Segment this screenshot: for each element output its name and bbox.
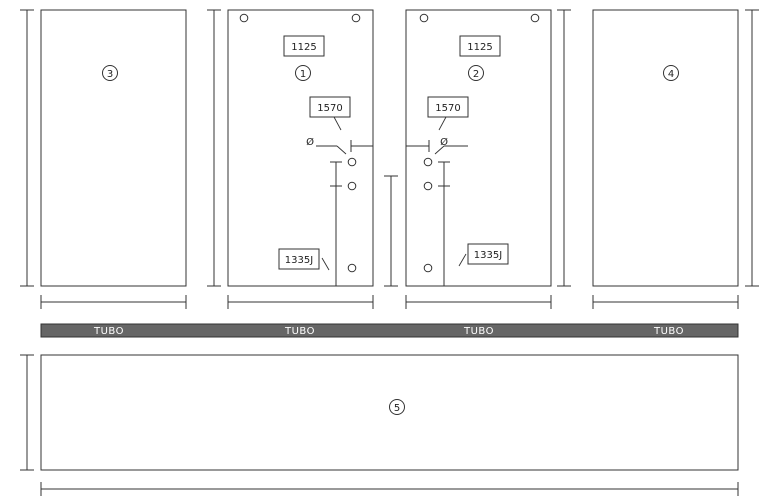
panel-2-hole-top-left xyxy=(419,13,429,23)
panel-1-hole-bottom xyxy=(347,263,357,273)
panel-4-height-dimension xyxy=(745,9,759,287)
panel-1-hole-mid-lower xyxy=(347,181,357,191)
panel-2-hole-mid-upper xyxy=(423,157,433,167)
panel-1-code-mid: 1570 xyxy=(317,103,342,114)
tube-label-4: TUBO xyxy=(653,326,684,337)
panel-3: 3 xyxy=(20,9,187,309)
panel-4-width-dimension xyxy=(592,295,739,309)
panel-2-code-tag-top: 1125 xyxy=(459,35,501,57)
panel-2-code-bottom: 1335J xyxy=(474,250,502,261)
panel-3-outline xyxy=(40,9,187,287)
panel-1-code-bottom: 1335J xyxy=(285,255,313,266)
panel-5-height-dimension xyxy=(20,354,34,471)
panel-3-number: 3 xyxy=(107,69,113,80)
panel-2: 1125 2 1570 Ø 1335J xyxy=(405,9,571,309)
panel-1-vertical-pipe xyxy=(330,161,342,286)
panel-1-diameter-symbol: Ø xyxy=(306,136,314,148)
panel-4-number-badge: 4 xyxy=(663,65,679,81)
panel-2-hole-bottom xyxy=(423,263,433,273)
center-height-dimension xyxy=(384,175,398,287)
panel-1-diameter-leader-tip xyxy=(336,145,347,155)
panel-2-hole-top-right xyxy=(530,13,540,23)
panel-5-outline xyxy=(40,354,739,471)
panel-1-height-dimension xyxy=(207,9,221,287)
panel-2-width-dimension xyxy=(405,295,552,309)
panel-1-number-badge: 1 xyxy=(295,65,311,81)
tube-bar-fill xyxy=(40,323,739,338)
panel-1-side-connection xyxy=(350,140,373,152)
panel-2-code-mid: 1570 xyxy=(435,103,460,114)
panel-2-height-dimension xyxy=(557,9,571,287)
panel-5-number-badge: 5 xyxy=(389,399,405,415)
panel-2-code-tag-mid: 1570 xyxy=(427,96,469,131)
tube-label-3: TUBO xyxy=(463,326,494,337)
panel-4-number: 4 xyxy=(668,69,674,80)
panel-1-hole-top-right xyxy=(351,13,361,23)
panel-2-number: 2 xyxy=(473,69,479,80)
tube-bar: TUBO TUBO TUBO TUBO xyxy=(40,323,739,338)
panel-3-number-badge: 3 xyxy=(102,65,118,81)
panel-5-width-dimension xyxy=(40,482,739,496)
panel-2-code-tag-bottom: 1335J xyxy=(458,243,509,267)
panel-2-code-top: 1125 xyxy=(467,42,492,53)
panel-1-code-tag-top: 1125 xyxy=(283,35,325,57)
panel-1-hole-mid-upper xyxy=(347,157,357,167)
panel-2-hole-mid-lower xyxy=(423,181,433,191)
panel-5-number: 5 xyxy=(394,403,400,414)
panel-1-code-tag-mid: 1570 xyxy=(309,96,351,131)
panel-2-number-badge: 2 xyxy=(468,65,484,81)
panel-2-vertical-pipe xyxy=(438,161,450,286)
tube-label-2: TUBO xyxy=(284,326,315,337)
panel-2-diameter-symbol: Ø xyxy=(440,136,448,148)
panel-1: 1125 1 1570 Ø 1 xyxy=(207,9,374,309)
panel-5: 5 xyxy=(20,354,739,496)
panel-2-side-connection xyxy=(406,140,430,152)
panel-1-number: 1 xyxy=(300,69,306,80)
panel-3-height-dimension xyxy=(20,9,34,287)
panel-4-outline xyxy=(592,9,739,287)
panel-1-code-tag-bottom: 1335J xyxy=(278,248,330,271)
panel-1-width-dimension xyxy=(227,295,374,309)
panel-4: 4 xyxy=(592,9,759,309)
tube-label-1: TUBO xyxy=(93,326,124,337)
panel-3-width-dimension xyxy=(40,295,187,309)
panel-1-code-top: 1125 xyxy=(291,42,316,53)
panel-2-diameter-leader-tip xyxy=(434,145,445,155)
panel-1-hole-top-left xyxy=(239,13,249,23)
